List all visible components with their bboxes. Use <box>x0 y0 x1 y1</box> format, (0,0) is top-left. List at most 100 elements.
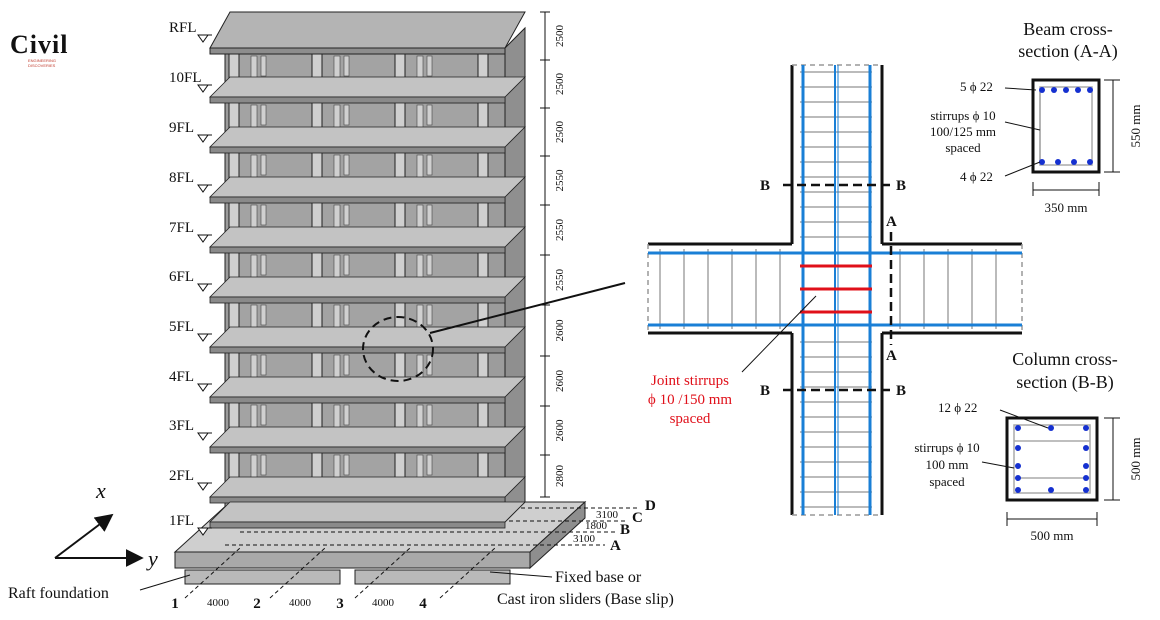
floor-labels: RFL 10FL 9FL 8FL 7FL 6FL 5FL 4FL 3FL 2FL 1FL <box>169 20 212 536</box>
leader-line <box>429 282 626 334</box>
floor-label: 2FL <box>169 468 194 484</box>
joint-stirrups <box>800 264 872 314</box>
grid-number: 3 <box>336 596 344 612</box>
column-bars-label: 12 ϕ 22 <box>938 400 977 415</box>
storey-height-label: 2600 <box>554 319 566 342</box>
column-bars <box>1015 425 1089 493</box>
section-label-A: A <box>886 214 897 230</box>
column-cross-section: Column cross- section (B-B) 12 ϕ 22 stir… <box>914 349 1143 543</box>
storey-height-dimensions: 2500 2500 2500 2550 2550 2550 2600 2600 2600 2800 <box>540 11 566 498</box>
beam-stirrups-label-line1: stirrups ϕ 10 <box>930 108 995 123</box>
section-cut-B-top: B B <box>760 178 906 194</box>
section-label-A: A <box>886 348 897 364</box>
floor-label: 7FL <box>169 220 194 236</box>
x-span-label: 4000 <box>207 597 230 609</box>
storey-height-label: 2500 <box>554 25 566 48</box>
beam-height-label: 550 mm <box>1128 105 1143 148</box>
floor-label: 6FL <box>169 269 194 285</box>
section-label-B: B <box>896 383 906 399</box>
axes-triad: x y <box>54 478 158 571</box>
raft-foundation-label: Raft foundation <box>8 585 109 602</box>
y-span-label: 1800 <box>585 520 608 532</box>
storey-height-label: 2550 <box>554 269 566 292</box>
joint-stirrups-label-line2: ϕ 10 /150 mm <box>648 392 732 408</box>
section-label-B: B <box>760 178 770 194</box>
beam-stirrups <box>659 249 997 329</box>
beam-bottom-bars <box>1039 159 1093 165</box>
grid-number: 2 <box>253 596 261 612</box>
roof-slab <box>209 11 526 49</box>
floor-slabs <box>209 76 526 529</box>
grid-letter: C <box>632 510 643 526</box>
beam-section-title-line1: Beam cross- <box>1023 19 1112 39</box>
x-axis-label: x <box>95 478 106 503</box>
grid-letter: B <box>620 522 630 538</box>
beam-width-label: 350 mm <box>1045 200 1088 215</box>
floor-label: 9FL <box>169 120 194 136</box>
storey-height-label: 2600 <box>554 419 566 442</box>
floor-label: 8FL <box>169 170 194 186</box>
beam-top-bars-label: 5 ϕ 22 <box>960 79 993 94</box>
storey-height-label: 2500 <box>554 73 566 96</box>
storey-height-label: 2800 <box>554 465 566 488</box>
floor-label: 4FL <box>169 369 194 385</box>
x-span-label: 4000 <box>372 597 395 609</box>
logo-subtitle: ENGINEERING DISCOVERIES <box>28 58 57 68</box>
beam-stirrups-label-line2: 100/125 mm <box>930 124 996 139</box>
floor-slab <box>209 246 506 254</box>
grid-letter: A <box>610 538 621 554</box>
section-cut-A: A A <box>886 214 897 364</box>
beam-bottom-bars-label: 4 ϕ 22 <box>960 169 993 184</box>
section-label-B: B <box>896 178 906 194</box>
column-height-label: 500 mm <box>1128 438 1143 481</box>
floor-label: 1FL <box>169 513 194 529</box>
civil-logo: Civil ENGINEERING DISCOVERIES <box>8 30 70 70</box>
floor-label: RFL <box>169 20 197 36</box>
column-stirrups-label-line1: stirrups ϕ 10 <box>914 440 979 455</box>
column-width-label: 500 mm <box>1031 528 1074 543</box>
column-stirrups-label-line2: 100 mm <box>926 457 969 472</box>
beam-cross-section: Beam cross- section (A-A) 5 ϕ 22 stirrup… <box>930 19 1143 215</box>
y-span-label: 3100 <box>596 509 619 521</box>
storey-height-label: 2600 <box>554 370 566 393</box>
grid-number: 1 <box>171 596 179 612</box>
joint-stirrups-label-line1: Joint stirrups <box>651 373 729 389</box>
floor-slab <box>209 96 506 104</box>
section-label-B: B <box>760 383 770 399</box>
beam-stirrups-label-line3: spaced <box>945 140 981 155</box>
grid-letter: D <box>645 498 656 514</box>
floor-slab <box>209 396 506 404</box>
base-label-line1: Fixed base or <box>555 569 642 586</box>
beam-section-title-line2: section (A-A) <box>1018 41 1117 62</box>
floor-slab <box>209 296 506 304</box>
building-side-face <box>504 26 526 524</box>
joint-stirrups-label-line3: spaced <box>670 411 711 427</box>
y-span-label: 3100 <box>573 533 596 545</box>
beam-column-joint-detail: B B B B A A Joint stirrups ϕ 10 /150 mm … <box>647 64 1023 516</box>
beam-longitudinal-bars <box>648 251 1022 327</box>
base-label-line2: Cast iron sliders (Base slip) <box>497 591 674 608</box>
column-section-title-line1: Column cross- <box>1012 349 1118 369</box>
column-section-title-line2: section (B-B) <box>1016 372 1113 393</box>
floor-slab <box>209 521 506 529</box>
floor-slab <box>209 346 506 354</box>
beam-top-bars <box>1039 87 1093 93</box>
section-cut-B-bottom: B B <box>760 383 906 399</box>
logo-word: Civil <box>10 30 69 59</box>
floor-label: 10FL <box>169 70 202 86</box>
joint-highlight-circle <box>362 316 434 382</box>
y-axis-label: y <box>146 546 158 571</box>
storey-height-label: 2550 <box>554 219 566 242</box>
storey-height-label: 2550 <box>554 169 566 192</box>
storey-height-label: 2500 <box>554 121 566 144</box>
floor-slab <box>209 146 506 154</box>
floor-slab <box>209 446 506 454</box>
floor-label: 5FL <box>169 319 194 335</box>
column-stirrups-label-line3: spaced <box>929 474 965 489</box>
floor-slab <box>209 196 506 204</box>
floor-label: 3FL <box>169 418 194 434</box>
grid-number: 4 <box>419 596 427 612</box>
